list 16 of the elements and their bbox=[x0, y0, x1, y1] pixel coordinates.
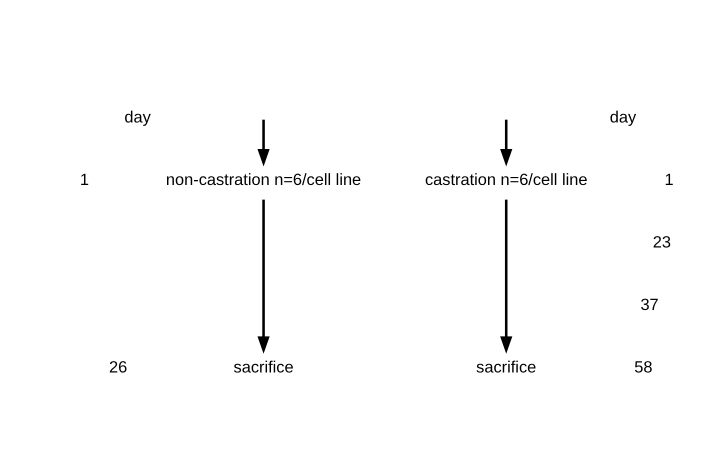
arrow bbox=[500, 119, 512, 166]
label: day bbox=[124, 108, 151, 126]
label: 26 bbox=[109, 358, 128, 376]
label: day bbox=[610, 108, 636, 126]
label: 23 bbox=[652, 232, 671, 251]
node-text: sacrifice bbox=[234, 358, 294, 376]
label: 37 bbox=[640, 295, 659, 314]
arrow bbox=[500, 199, 512, 354]
label: 58 bbox=[634, 358, 653, 376]
label: 1 bbox=[80, 170, 89, 188]
arrow bbox=[257, 199, 270, 354]
node-text: castration n=6/cell line bbox=[424, 170, 588, 188]
node-text: sacrifice bbox=[476, 358, 536, 376]
node-text: non-castration n=6/cell line bbox=[166, 170, 362, 188]
label: 1 bbox=[664, 170, 674, 188]
arrow bbox=[257, 119, 270, 166]
